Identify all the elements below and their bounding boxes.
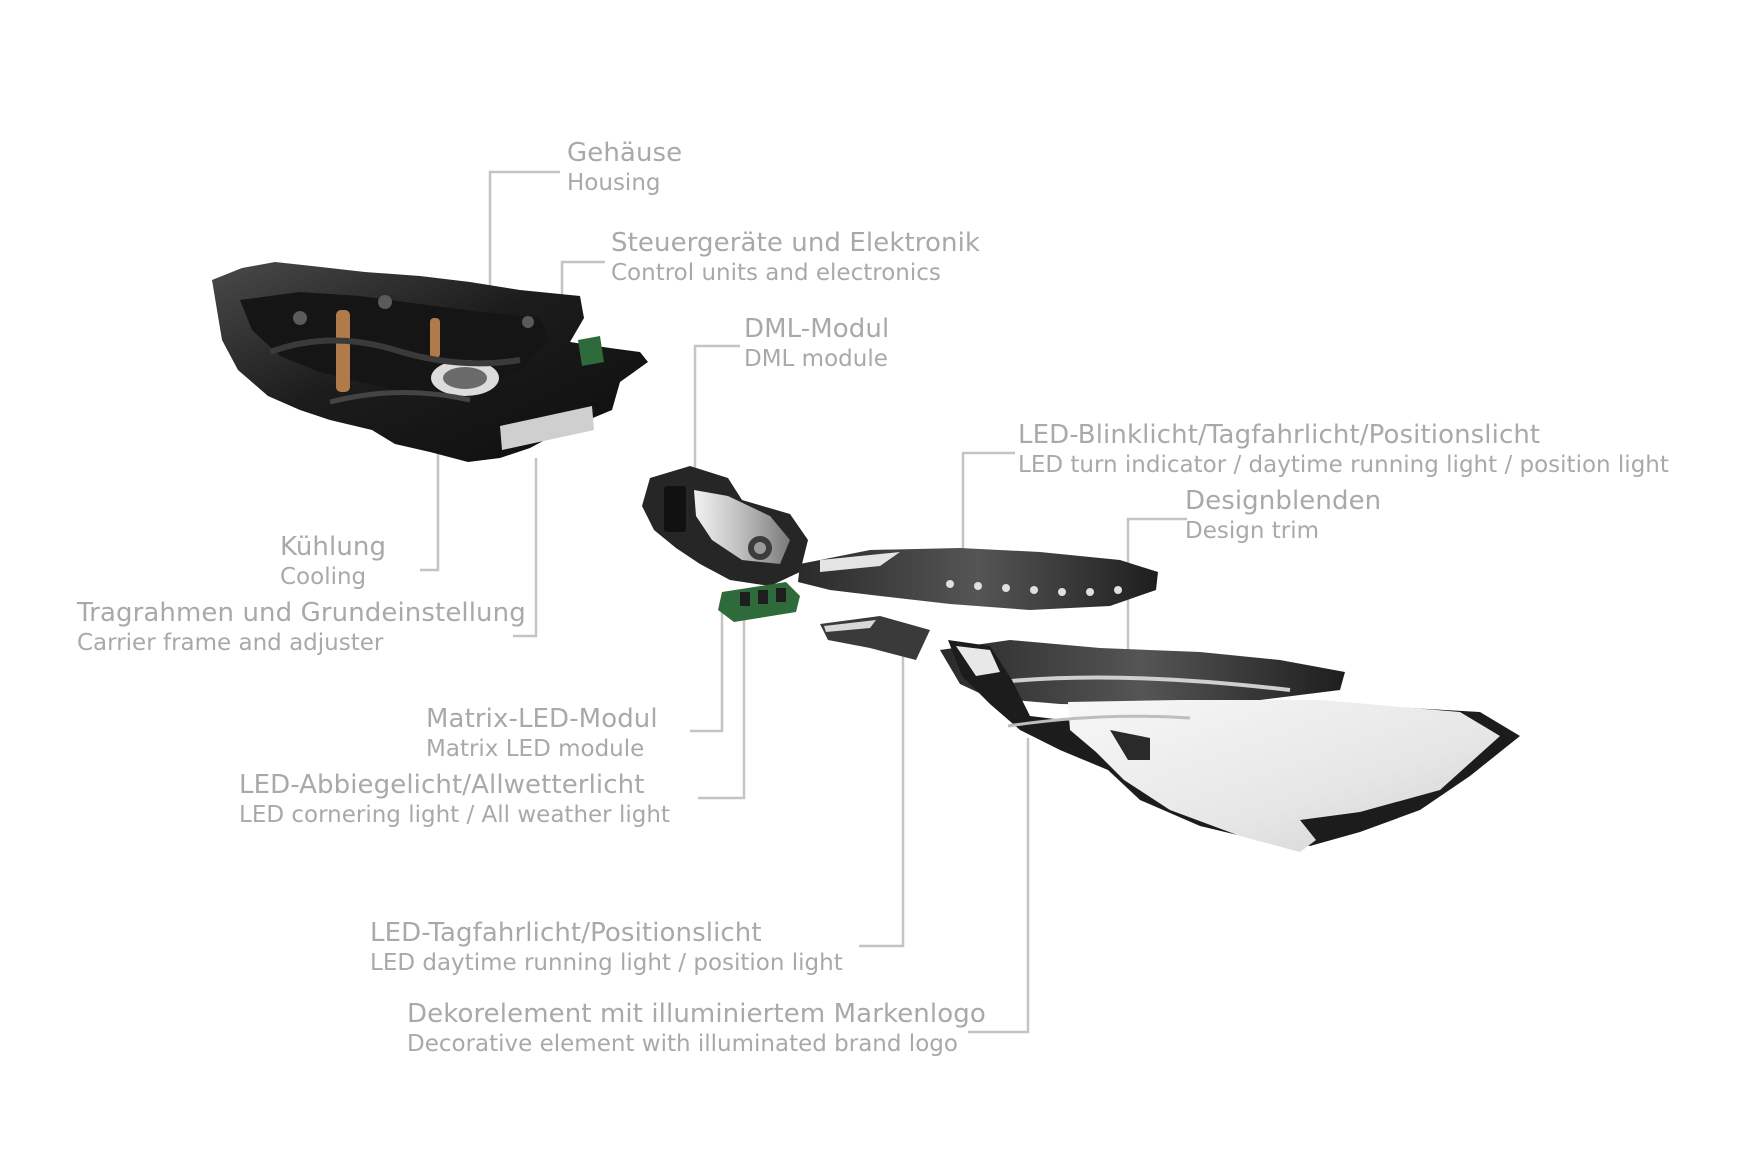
leader-design-trim xyxy=(1126,517,1187,665)
label-control-units-en: Control units and electronics xyxy=(611,260,941,286)
label-housing-en: Housing xyxy=(567,170,661,196)
label-led-turn-indicator-en: LED turn indicator / daytime running lig… xyxy=(1018,452,1669,478)
label-matrix-led-en: Matrix LED module xyxy=(426,736,645,762)
design-trim xyxy=(940,640,1345,706)
label-decorative-logo-en: Decorative element with illuminated bran… xyxy=(407,1031,958,1057)
label-matrix-led: Matrix-LED-Modul Matrix LED module xyxy=(426,706,658,761)
leader-matrix-led xyxy=(690,604,724,733)
label-design-trim-de: Designblenden xyxy=(1185,486,1382,516)
leader-drl-position xyxy=(859,652,905,948)
leader-housing xyxy=(488,170,560,288)
front-lens xyxy=(948,640,1520,852)
leader-cornering-light xyxy=(698,606,746,800)
leader-dml-module xyxy=(693,344,740,470)
label-drl-position-en: LED daytime running light / position lig… xyxy=(370,950,843,976)
label-carrier-frame: Tragrahmen und Grundeinstellung Carrier … xyxy=(77,600,526,655)
label-dml-module-en: DML module xyxy=(744,346,888,372)
drl-light-guide xyxy=(820,616,930,660)
label-matrix-led-de: Matrix-LED-Modul xyxy=(426,704,658,734)
label-cornering-light: LED-Abbiegelicht/Allwetterlicht LED corn… xyxy=(239,772,670,827)
headlight-housing xyxy=(212,262,648,462)
leader-carrier-frame xyxy=(513,458,538,638)
leader-turn-indicator xyxy=(961,451,1015,560)
led-turn-indicator-strip xyxy=(798,548,1158,610)
dml-module xyxy=(642,466,808,586)
label-cornering-light-en: LED cornering light / All weather light xyxy=(239,802,670,828)
label-cooling-en: Cooling xyxy=(280,564,367,590)
label-carrier-frame-de: Tragrahmen und Grundeinstellung xyxy=(77,598,526,628)
label-led-turn-indicator-de: LED-Blinklicht/Tagfahrlicht/Positionslic… xyxy=(1018,420,1541,450)
matrix-led-module xyxy=(718,582,800,622)
label-control-units-de: Steuergeräte und Elektronik xyxy=(611,228,981,258)
label-cornering-light-de: LED-Abbiegelicht/Allwetterlicht xyxy=(239,770,645,800)
label-design-trim: Designblenden Design trim xyxy=(1185,488,1381,543)
label-control-units: Steuergeräte und Elektronik Control unit… xyxy=(611,230,980,285)
label-carrier-frame-en: Carrier frame and adjuster xyxy=(77,630,384,656)
leader-decorative-logo xyxy=(968,738,1030,1034)
leader-lines xyxy=(420,170,1187,1034)
label-housing: Gehäuse Housing xyxy=(567,140,682,195)
label-cooling: Kühlung Cooling xyxy=(280,534,386,589)
label-design-trim-en: Design trim xyxy=(1185,518,1319,544)
label-cooling-de: Kühlung xyxy=(280,532,387,562)
label-decorative-logo: Dekorelement mit illuminiertem Markenlog… xyxy=(407,1001,986,1056)
label-led-turn-indicator: LED-Blinklicht/Tagfahrlicht/Positionslic… xyxy=(1018,422,1669,477)
label-drl-position: LED-Tagfahrlicht/Positionslicht LED dayt… xyxy=(370,920,843,975)
label-dml-module: DML-Modul DML module xyxy=(744,316,889,371)
label-drl-position-de: LED-Tagfahrlicht/Positionslicht xyxy=(370,918,762,948)
label-housing-de: Gehäuse xyxy=(567,138,683,168)
leader-cooling xyxy=(420,450,440,572)
label-dml-module-de: DML-Modul xyxy=(744,314,890,344)
label-decorative-logo-de: Dekorelement mit illuminiertem Markenlog… xyxy=(407,999,986,1029)
